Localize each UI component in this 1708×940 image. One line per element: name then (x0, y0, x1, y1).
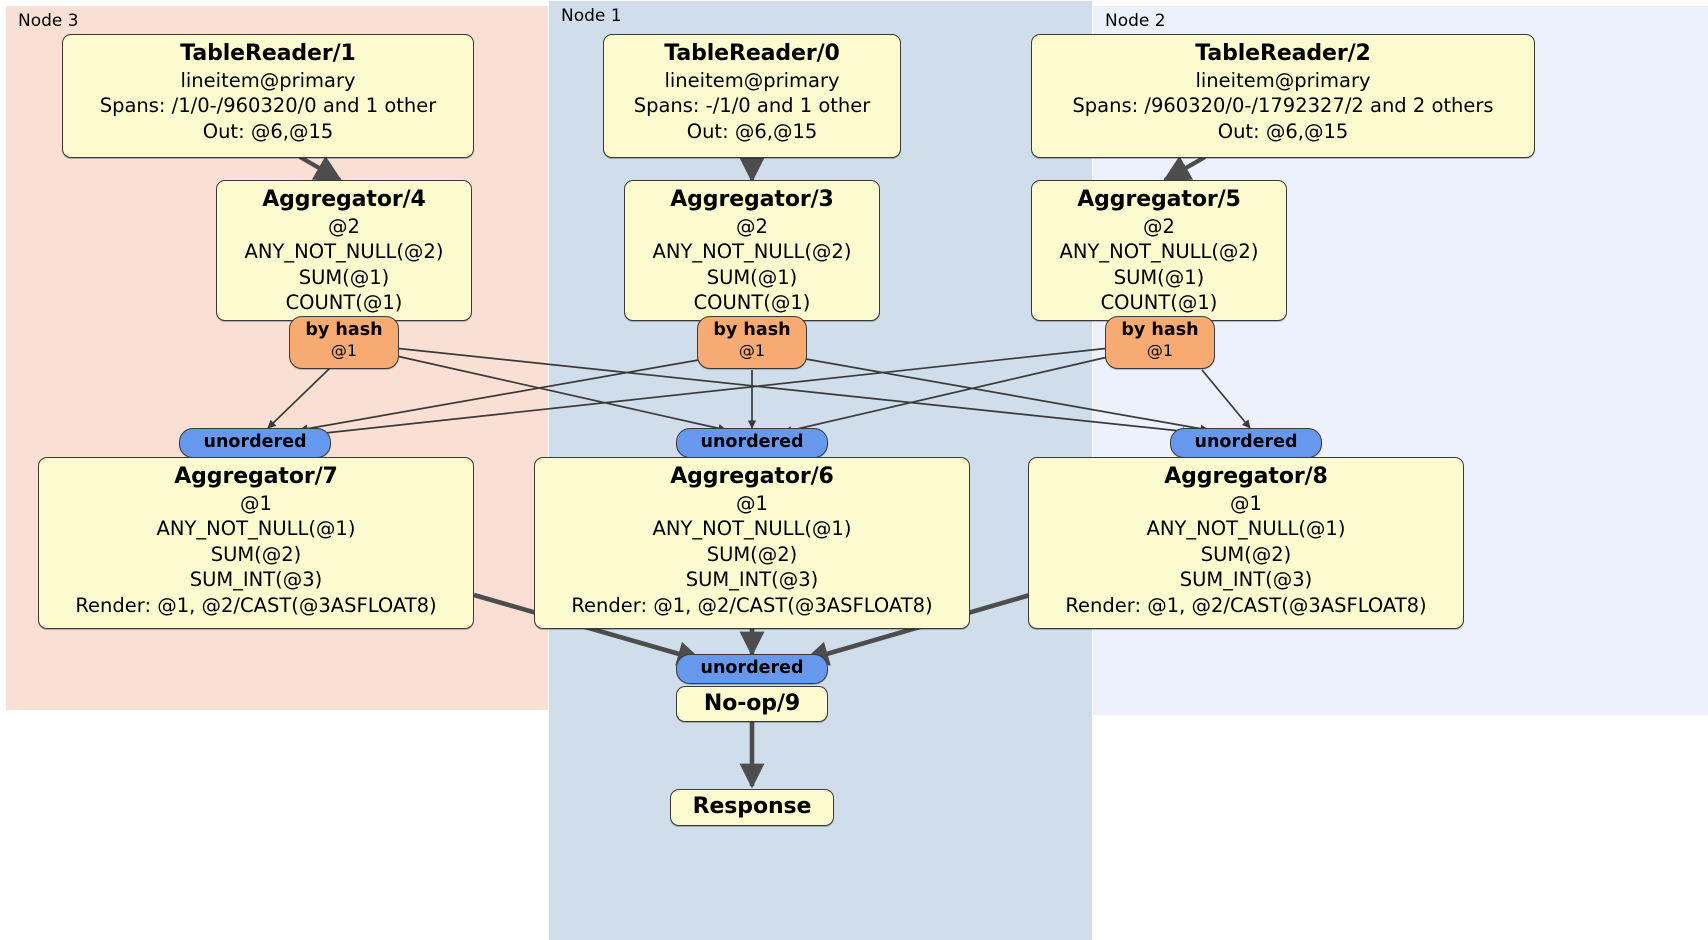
processor-line-agg1: ANY_NOT_NULL(@2) (1059, 240, 1259, 264)
synchronizer-unordered-node1[interactable]: unordered (676, 428, 828, 458)
processor-line-groupcol: @2 (736, 215, 768, 238)
processor-line-render: Render: @1, @2/CAST(@3ASFLOAT8) (75, 593, 437, 617)
synchronizer-label: unordered (1194, 432, 1298, 452)
processor-line-agg2: SUM(@2) (1200, 542, 1292, 566)
processor-title: Aggregator/7 (174, 464, 338, 489)
processor-line-agg2: SUM(@1) (1113, 265, 1205, 289)
processor-title: TableReader/1 (180, 41, 356, 66)
processor-line-agg1: ANY_NOT_NULL(@1) (156, 517, 356, 541)
processor-line-agg1: ANY_NOT_NULL(@1) (1146, 517, 1346, 541)
synchronizer-unordered-node3[interactable]: unordered (179, 428, 331, 458)
router-label: by hash (305, 320, 383, 340)
cluster-label-node3: Node 3 (18, 11, 79, 31)
processor-title: No-op/9 (703, 691, 801, 716)
processor-line-agg3: COUNT(@1) (285, 291, 403, 315)
router-sublabel: @1 (1146, 341, 1174, 360)
processor-title: Aggregator/5 (1077, 187, 1241, 212)
router-by-hash-node2[interactable]: by hash @1 (1105, 316, 1215, 369)
processor-line-out: Out: @6,@15 (1217, 119, 1349, 143)
processor-line-agg1: ANY_NOT_NULL(@2) (652, 240, 852, 264)
processor-title: Aggregator/8 (1164, 464, 1328, 489)
synchronizer-unordered-node2[interactable]: unordered (1170, 428, 1322, 458)
processor-title: Aggregator/3 (670, 187, 834, 212)
processor-line-spans: Spans: /960320/0-/1792327/2 and 2 others (1072, 94, 1494, 118)
processor-line-agg1: ANY_NOT_NULL(@1) (652, 517, 852, 541)
processor-title: Response (692, 794, 812, 819)
router-sublabel: @1 (738, 341, 766, 360)
processor-tablereader-0[interactable]: TableReader/0 lineitem@primary Spans: -/… (603, 34, 901, 158)
processor-tablereader-1[interactable]: TableReader/1 lineitem@primary Spans: /1… (62, 34, 474, 158)
processor-line-out: Out: @6,@15 (686, 119, 818, 143)
processor-tablereader-2[interactable]: TableReader/2 lineitem@primary Spans: /9… (1031, 34, 1535, 158)
processor-line-agg3: SUM_INT(@3) (189, 568, 323, 592)
processor-aggregator-8[interactable]: Aggregator/8 @1 ANY_NOT_NULL(@1) SUM(@2)… (1028, 457, 1464, 629)
processor-line-groupcol: @1 (1230, 492, 1262, 515)
processor-title: Aggregator/6 (670, 464, 834, 489)
processor-title: TableReader/2 (1195, 41, 1371, 66)
processor-aggregator-7[interactable]: Aggregator/7 @1 ANY_NOT_NULL(@1) SUM(@2)… (38, 457, 474, 629)
processor-line-agg2: SUM(@2) (706, 542, 798, 566)
processor-line-agg3: COUNT(@1) (1100, 291, 1218, 315)
router-label: by hash (713, 320, 791, 340)
processor-line-agg3: SUM_INT(@3) (685, 568, 819, 592)
processor-line-groupcol: @1 (240, 492, 272, 515)
processor-title: TableReader/0 (664, 41, 840, 66)
processor-line-render: Render: @1, @2/CAST(@3ASFLOAT8) (1065, 593, 1427, 617)
processor-line-table: lineitem@primary (1195, 69, 1371, 92)
synchronizer-unordered-final[interactable]: unordered (676, 654, 828, 684)
processor-line-groupcol: @2 (1143, 215, 1175, 238)
processor-aggregator-3[interactable]: Aggregator/3 @2 ANY_NOT_NULL(@2) SUM(@1)… (624, 180, 880, 321)
processor-line-spans: Spans: -/1/0 and 1 other (633, 94, 871, 118)
processor-line-groupcol: @1 (736, 492, 768, 515)
processor-line-groupcol: @2 (328, 215, 360, 238)
processor-line-agg3: SUM_INT(@3) (1179, 568, 1313, 592)
processor-line-agg3: COUNT(@1) (693, 291, 811, 315)
synchronizer-label: unordered (203, 432, 307, 452)
processor-line-out: Out: @6,@15 (202, 119, 334, 143)
router-sublabel: @1 (330, 341, 358, 360)
processor-line-agg2: SUM(@2) (210, 542, 302, 566)
synchronizer-label: unordered (700, 432, 804, 452)
processor-line-agg2: SUM(@1) (706, 265, 798, 289)
processor-line-table: lineitem@primary (180, 69, 356, 92)
synchronizer-label: unordered (700, 658, 804, 678)
processor-line-agg2: SUM(@1) (298, 265, 390, 289)
processor-aggregator-4[interactable]: Aggregator/4 @2 ANY_NOT_NULL(@2) SUM(@1)… (216, 180, 472, 321)
router-label: by hash (1121, 320, 1199, 340)
router-by-hash-node1[interactable]: by hash @1 (697, 316, 807, 369)
cluster-label-node1: Node 1 (561, 6, 622, 26)
processor-line-table: lineitem@primary (664, 69, 840, 92)
processor-response[interactable]: Response (670, 789, 834, 826)
processor-title: Aggregator/4 (262, 187, 426, 212)
processor-aggregator-5[interactable]: Aggregator/5 @2 ANY_NOT_NULL(@2) SUM(@1)… (1031, 180, 1287, 321)
processor-noop-9[interactable]: No-op/9 (676, 686, 828, 722)
processor-line-render: Render: @1, @2/CAST(@3ASFLOAT8) (571, 593, 933, 617)
cluster-label-node2: Node 2 (1105, 11, 1166, 31)
processor-aggregator-6[interactable]: Aggregator/6 @1 ANY_NOT_NULL(@1) SUM(@2)… (534, 457, 970, 629)
processor-line-agg1: ANY_NOT_NULL(@2) (244, 240, 444, 264)
processor-line-spans: Spans: /1/0-/960320/0 and 1 other (99, 94, 437, 118)
router-by-hash-node3[interactable]: by hash @1 (289, 316, 399, 369)
